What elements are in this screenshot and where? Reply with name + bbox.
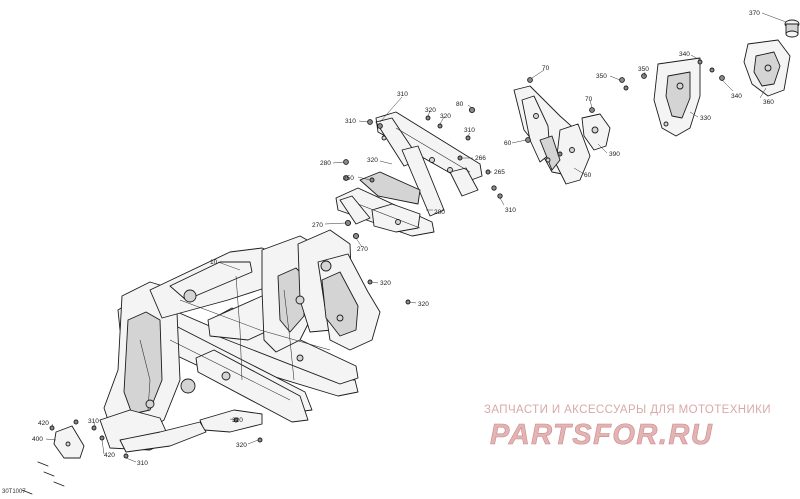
callout-320: 320: [440, 113, 451, 120]
callout-420: 420: [104, 452, 115, 459]
callout-360: 360: [763, 99, 774, 106]
callout-310: 310: [505, 207, 516, 214]
bracket-330: [653, 57, 701, 137]
callout-320: 320: [367, 157, 378, 164]
callout-266: 266: [475, 155, 486, 162]
callout-350: 350: [638, 66, 649, 73]
callout-280: 280: [320, 160, 331, 167]
callout-320: 320: [425, 107, 436, 114]
callout-310: 310: [88, 418, 99, 425]
cap-370: [784, 19, 800, 38]
callout-370: 370: [749, 10, 760, 17]
callout-330: 330: [700, 115, 711, 122]
callout-80: 80: [456, 101, 464, 108]
callout-310: 310: [464, 127, 475, 134]
callout-400: 400: [32, 436, 43, 443]
callout-320: 320: [232, 417, 243, 424]
callout-70: 70: [542, 65, 550, 72]
callout-420: 420: [38, 420, 49, 427]
callout-60: 60: [584, 172, 592, 179]
callout-320: 320: [380, 280, 391, 287]
callout-340: 340: [679, 51, 690, 58]
callout-labels: 370 340 340 360 350 350 330 70 70 390 60…: [32, 10, 774, 467]
plate-400: [53, 425, 85, 459]
callout-265: 265: [494, 169, 505, 176]
callout-310: 310: [137, 460, 148, 467]
logo-text: PARTSFOR.RU: [490, 419, 713, 450]
callout-310: 310: [345, 118, 356, 125]
partsfor-logo: PARTSFOR.RU: [490, 419, 713, 450]
watermark-caption: ЗАПЧАСТИ И АКСЕССУАРЫ ДЛЯ МОТОТЕХНИКИ: [484, 404, 771, 416]
callout-350: 350: [596, 73, 607, 80]
callout-320: 320: [236, 442, 247, 449]
callout-390: 390: [609, 151, 620, 158]
callout-270: 270: [312, 222, 323, 229]
callout-10: 10: [210, 259, 218, 266]
diagram-code: 30T1007: [2, 489, 26, 495]
bracket-360: [743, 39, 791, 97]
callout-310: 310: [397, 91, 408, 98]
bracket-390: [581, 113, 611, 151]
callout-280: 280: [434, 209, 445, 216]
main-frame: [99, 229, 381, 453]
callout-70: 70: [585, 96, 593, 103]
subframe-280: [335, 111, 483, 237]
callout-60: 60: [504, 140, 512, 147]
callout-270: 270: [357, 246, 368, 253]
callout-340: 340: [731, 93, 742, 100]
leader-lines: [45, 12, 787, 463]
callout-320: 320: [418, 301, 429, 308]
callout-250: 250: [343, 175, 354, 182]
bracket-60: [513, 85, 591, 185]
